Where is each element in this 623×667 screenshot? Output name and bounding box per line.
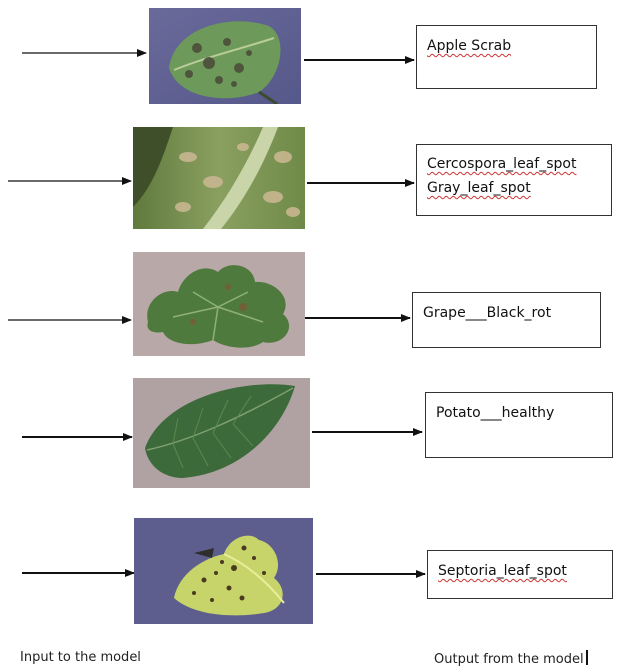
- output-label: Potato___healthy: [436, 400, 602, 427]
- output-label: Apple Scrab: [427, 33, 586, 60]
- output-box-5: Septoria_leaf_spot: [427, 550, 613, 599]
- output-caption: Output from the model: [434, 652, 584, 667]
- output-caption-wrap: Output from the model: [434, 650, 588, 667]
- cercospora-leaf-photo: [133, 127, 305, 229]
- grape-black-rot-leaf-photo: [133, 252, 305, 356]
- output-label: Grape___Black_rot: [423, 300, 590, 327]
- output-box-3: Grape___Black_rot: [412, 292, 601, 348]
- apple-scab-leaf-photo: [149, 8, 301, 104]
- potato-healthy-leaf-photo: [133, 378, 310, 488]
- input-caption: Input to the model: [20, 650, 141, 665]
- output-box-1: Apple Scrab: [416, 25, 597, 89]
- output-box-4: Potato___healthy: [425, 392, 613, 458]
- output-label: Septoria_leaf_spot: [438, 558, 602, 585]
- septoria-leaf-photo: [134, 518, 313, 624]
- output-label: Cercospora_leaf_spot: [427, 152, 601, 176]
- text-cursor: [586, 650, 588, 665]
- output-label: Gray_leaf_spot: [427, 176, 601, 200]
- output-box-2: Cercospora_leaf_spot Gray_leaf_spot: [416, 144, 612, 216]
